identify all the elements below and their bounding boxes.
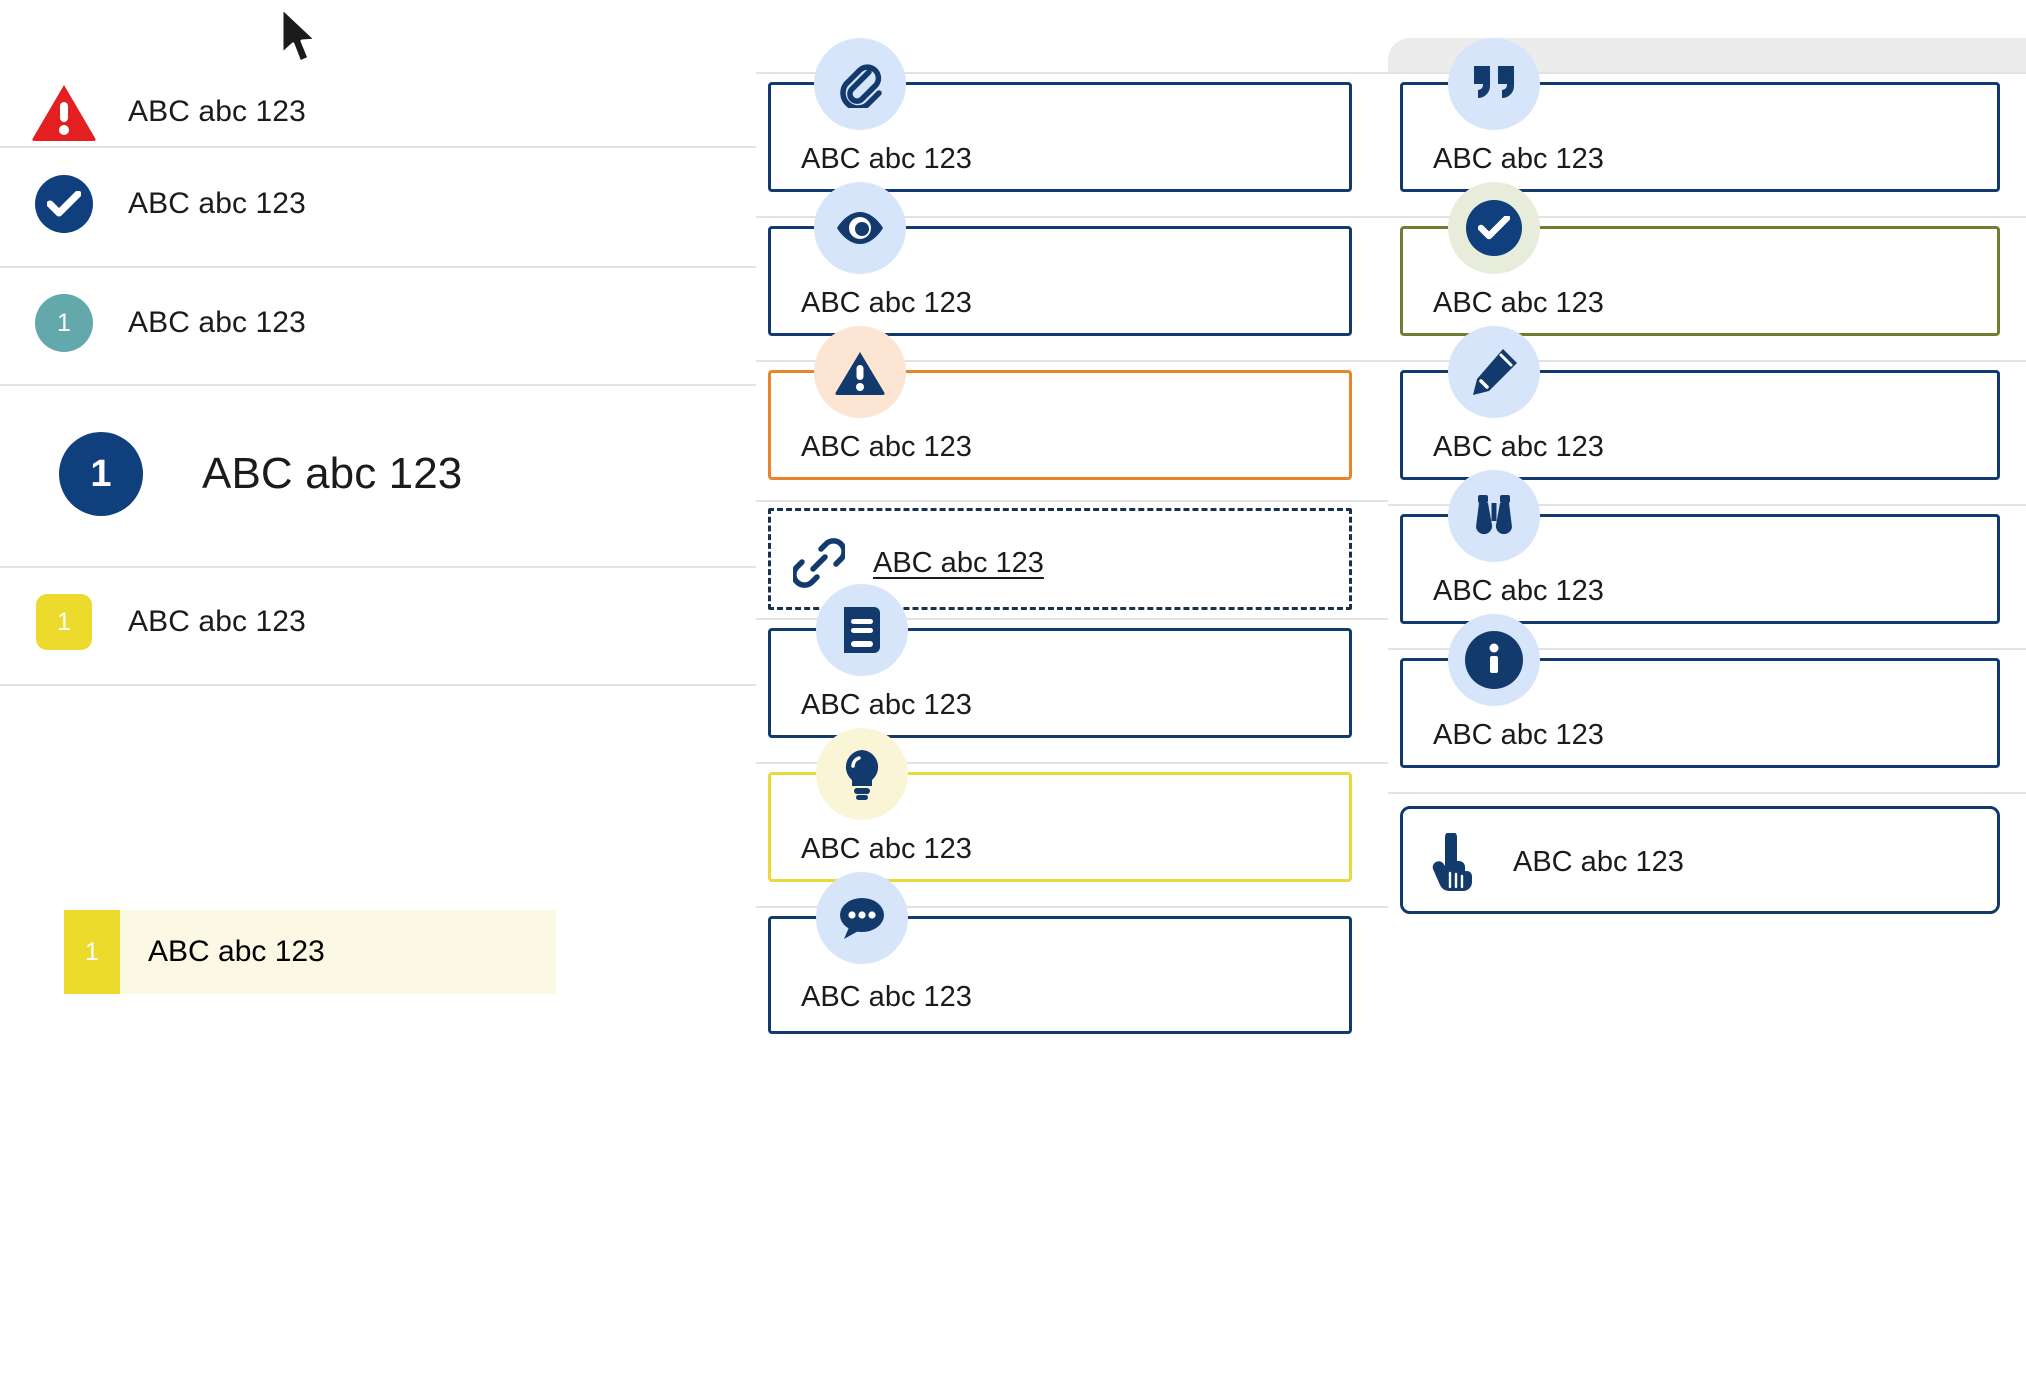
link-chain-icon [793, 537, 845, 589]
book-icon [816, 584, 908, 676]
badge-number: 1 [85, 937, 99, 966]
card-divider [1388, 792, 2026, 794]
card-divider [756, 500, 1388, 502]
card-label: ABC abc 123 [1433, 431, 1604, 463]
legend-divider [0, 146, 756, 148]
binoculars-icon [1448, 470, 1540, 562]
number-badge-yellow: 1 [0, 594, 128, 650]
middle-card-column: ABC abc 123 ABC abc 123 ABC abc 123 [756, 0, 1388, 1392]
left-legend-column: ABC abc 123 ABC abc 123 1 ABC abc 123 [0, 0, 756, 1392]
legend-divider [0, 684, 756, 686]
number-badge-teal: 1 [0, 294, 128, 352]
card-label: ABC abc 123 [801, 287, 972, 319]
warning-triangle-icon [0, 83, 128, 141]
legend-divider [0, 566, 756, 568]
badge-number: 1 [57, 308, 71, 337]
card-divider [756, 906, 1388, 908]
card-divider [1388, 360, 2026, 362]
legend-row-label: ABC abc 123 [148, 935, 325, 968]
legend-row-label: ABC abc 123 [128, 306, 306, 339]
link-row[interactable]: ABC abc 123 [793, 537, 1044, 589]
card-label: ABC abc 123 [801, 431, 972, 463]
card-label: ABC abc 123 [801, 689, 972, 721]
warning-triangle-icon [814, 326, 906, 418]
card-link[interactable]: ABC abc 123 [768, 508, 1352, 610]
paperclip-icon [814, 38, 906, 130]
lightbulb-icon [816, 728, 908, 820]
card-divider [756, 618, 1388, 620]
pencil-icon [1448, 326, 1540, 418]
card-link-label[interactable]: ABC abc 123 [873, 546, 1044, 579]
card-label: ABC abc 123 [1513, 845, 1684, 878]
legend-row-error[interactable]: ABC abc 123 [0, 77, 756, 147]
right-card-column: ABC abc 123 ABC abc 123 ABC abc 123 [1388, 0, 2026, 1392]
card-label: ABC abc 123 [801, 833, 972, 865]
card-view[interactable]: ABC abc 123 [768, 226, 1352, 336]
card-label: ABC abc 123 [1433, 575, 1604, 607]
legend-row-yellow-step[interactable]: 1 ABC abc 123 [0, 594, 756, 650]
card-divider [1388, 216, 2026, 218]
check-circle-icon [0, 175, 128, 233]
card-action[interactable]: ABC abc 123 [1400, 806, 2000, 914]
card-label: ABC abc 123 [1433, 143, 1604, 175]
pointing-hand-icon [1429, 833, 1481, 891]
legend-divider [0, 384, 756, 386]
card-label: ABC abc 123 [1433, 287, 1604, 319]
legend-row-label: ABC abc 123 [128, 605, 306, 638]
legend-row-navy-step-large[interactable]: 1 ABC abc 123 [0, 432, 756, 516]
info-circle-icon [1448, 614, 1540, 706]
legend-row-success[interactable]: ABC abc 123 [0, 175, 756, 233]
card-divider [1388, 648, 2026, 650]
number-badge-yellow-selected: 1 [64, 910, 120, 994]
legend-row-selected[interactable]: 1 ABC abc 123 [64, 910, 556, 994]
card-label: ABC abc 123 [1433, 719, 1604, 751]
action-row: ABC abc 123 [1429, 833, 1684, 891]
quote-marks-icon [1448, 38, 1540, 130]
card-attachment[interactable]: ABC abc 123 [768, 82, 1352, 192]
speech-bubble-icon [816, 872, 908, 964]
card-divider [1388, 72, 2026, 74]
legend-row-label: ABC abc 123 [128, 95, 306, 128]
card-divider [756, 360, 1388, 362]
card-label: ABC abc 123 [801, 143, 972, 175]
badge-number: 1 [57, 607, 71, 636]
card-label: ABC abc 123 [801, 981, 972, 1013]
legend-row-label: ABC abc 123 [128, 187, 306, 220]
number-badge-navy-large: 1 [0, 432, 202, 516]
legend-divider [0, 266, 756, 268]
card-divider [756, 216, 1388, 218]
card-divider [756, 762, 1388, 764]
card-divider [1388, 504, 2026, 506]
card-divider [756, 72, 1388, 74]
check-circle-icon [1448, 182, 1540, 274]
legend-row-teal-step[interactable]: 1 ABC abc 123 [0, 294, 756, 352]
badge-number: 1 [90, 452, 112, 495]
eye-icon [814, 182, 906, 274]
legend-row-label-large: ABC abc 123 [202, 449, 463, 498]
